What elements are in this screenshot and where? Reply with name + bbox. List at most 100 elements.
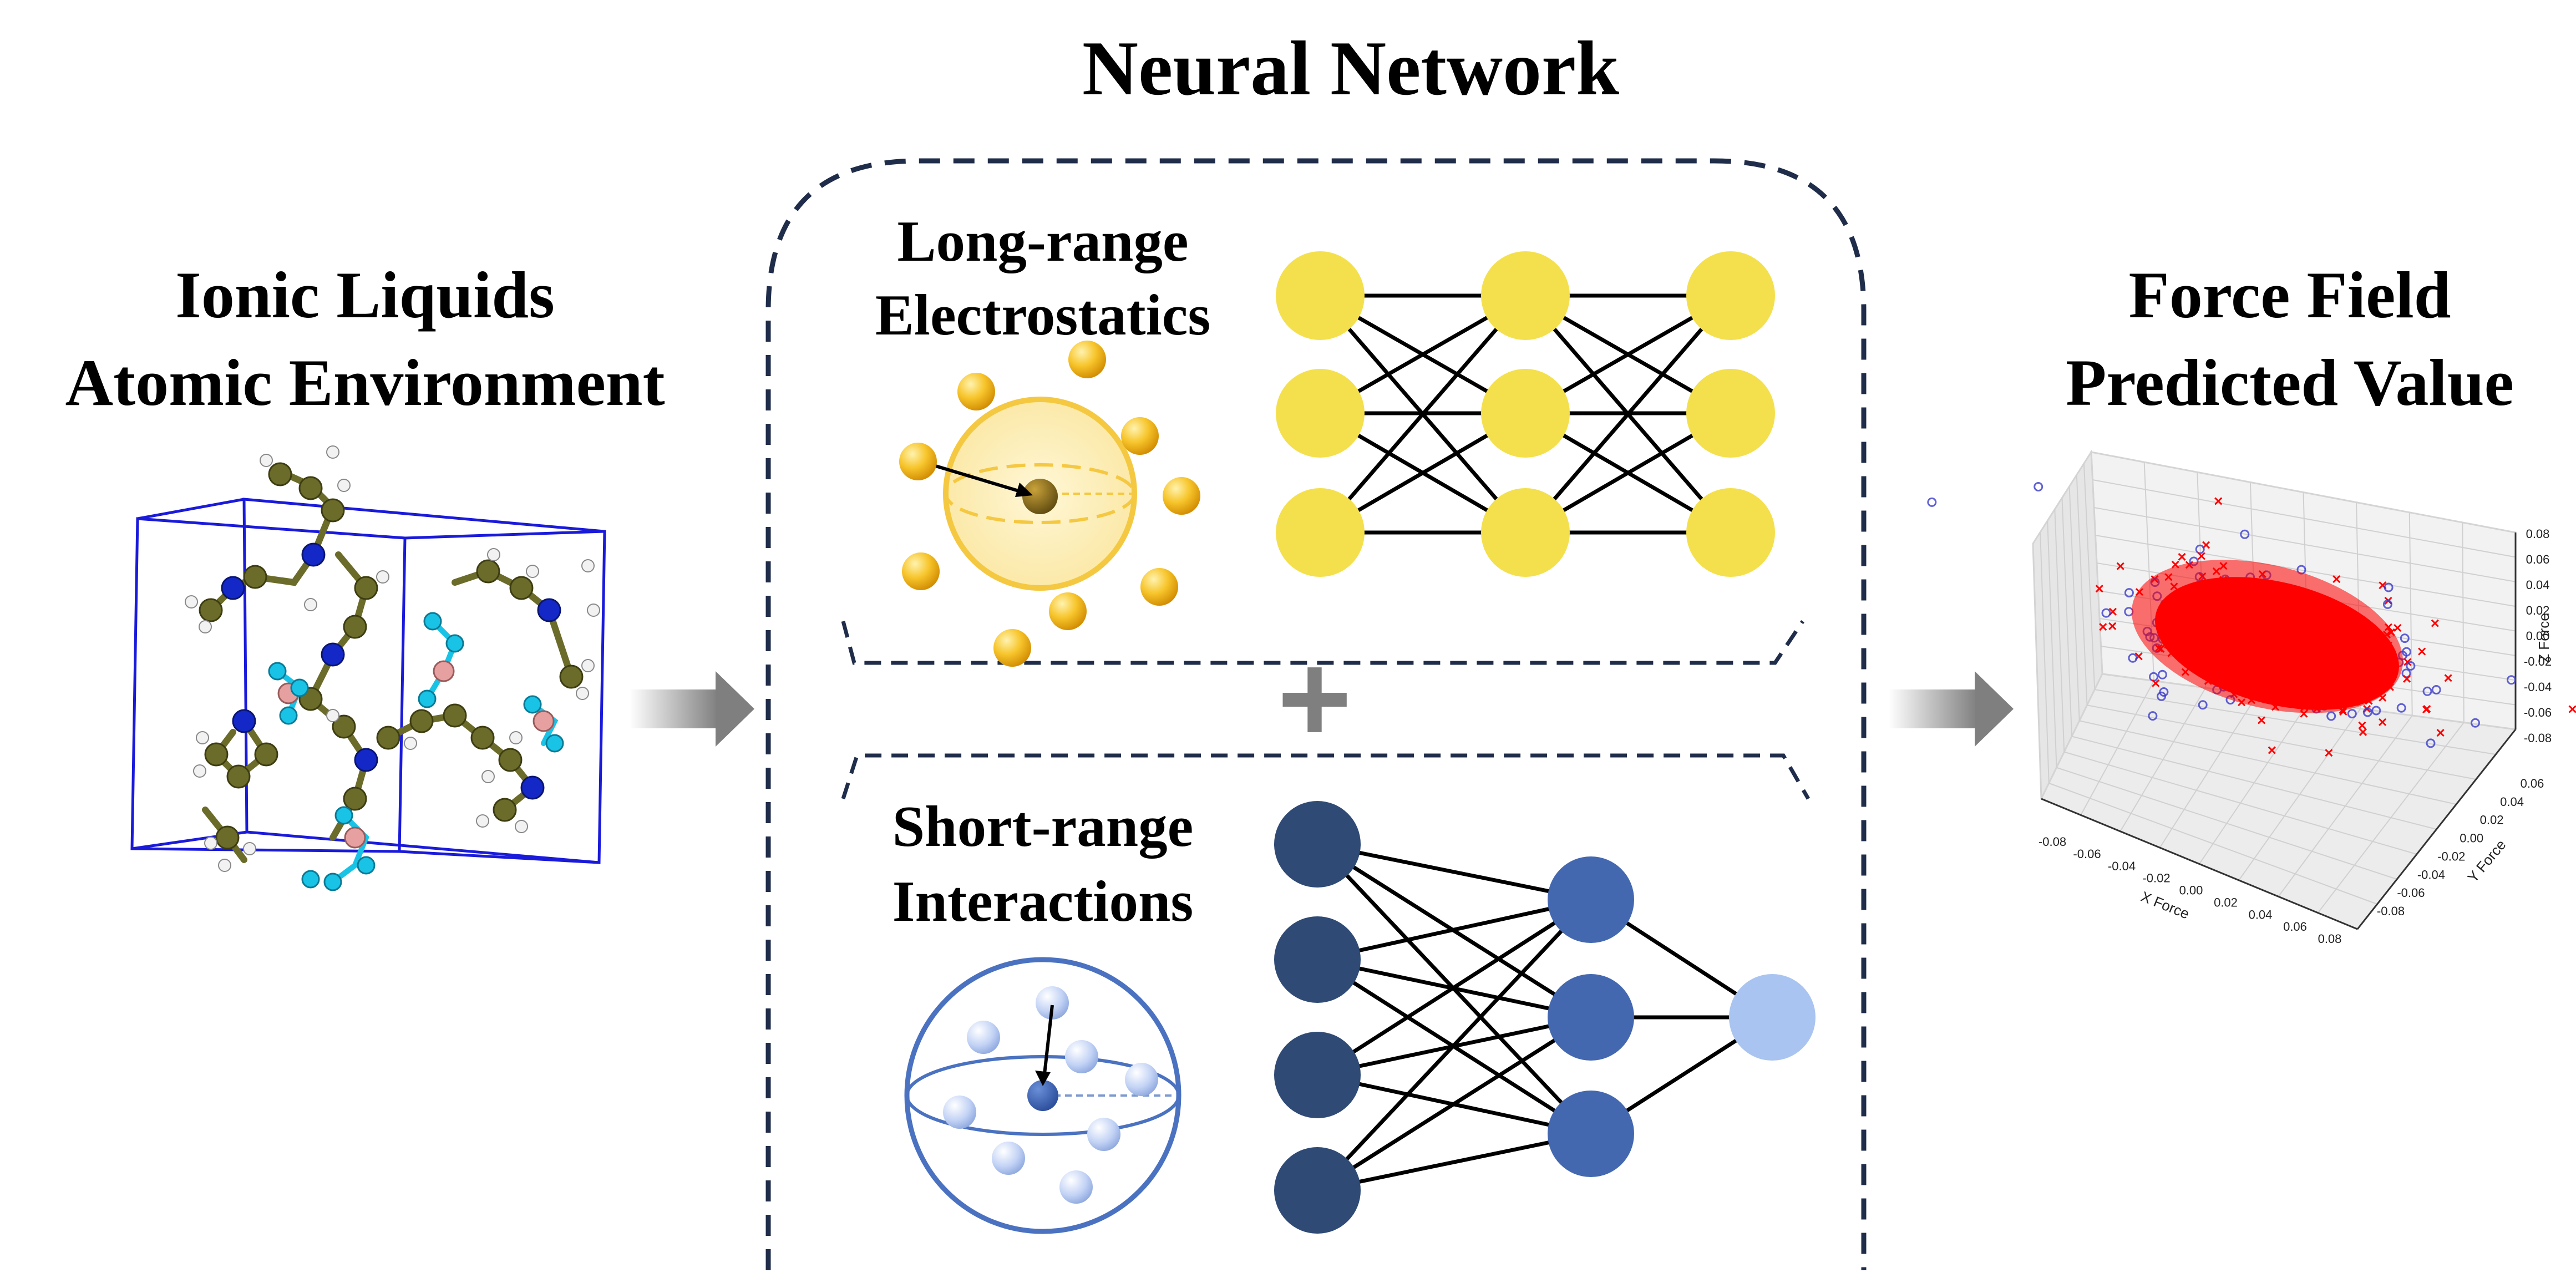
- connection: [1317, 842, 1591, 902]
- predicted-point: [2379, 718, 2387, 726]
- reference-point: [2101, 608, 2111, 618]
- right-panel: Force Field Predicted Value -0.08-0.06-0…: [1927, 258, 2576, 946]
- boron-atoms: [277, 660, 555, 849]
- x-axis-ticks: -0.08-0.06-0.04-0.020.000.020.040.060.08: [2039, 835, 2341, 946]
- predicted-point: [2258, 716, 2266, 724]
- reference-point: [2128, 653, 2138, 663]
- short-range-node: [1548, 1091, 1634, 1177]
- left-panel: Ionic Liquids Atomic Environment: [65, 258, 665, 891]
- tick-label: -0.06: [2524, 706, 2552, 719]
- tick-label: 0.00: [2526, 629, 2550, 643]
- carbon-atoms: [199, 462, 584, 850]
- reference-point: [2034, 482, 2043, 491]
- connection: [1316, 898, 1592, 1077]
- connection: [1317, 897, 1591, 962]
- tick-label: 0.04: [2500, 795, 2524, 809]
- predicted-point: [2268, 746, 2276, 754]
- arrow-network-to-output: [1889, 671, 2014, 747]
- left-title-line2: Atomic Environment: [65, 346, 665, 419]
- short-range-node: [1274, 1147, 1361, 1234]
- z-axis-ticks: 0.080.060.040.020.00-0.02-0.04-0.06-0.08: [2524, 527, 2552, 745]
- plus-operator: +: [1277, 627, 1352, 769]
- long-range-divider: [841, 620, 1804, 665]
- z-axis-label: Z Force: [2536, 613, 2552, 663]
- tick-label: -0.04: [2108, 859, 2136, 873]
- tick-label: -0.02: [2142, 871, 2170, 885]
- fluorine-bonds: [275, 618, 559, 885]
- predicted-point: [2444, 674, 2452, 682]
- reference-point: [2431, 685, 2441, 694]
- predicted-point: [2431, 619, 2439, 627]
- predicted-point: [2403, 675, 2411, 683]
- reference-point: [2198, 700, 2208, 710]
- electrostatics-illustration: [899, 341, 1200, 667]
- predicted-point: [2358, 721, 2366, 729]
- reference-point: [2326, 711, 2336, 721]
- reference-point: [2422, 686, 2432, 696]
- dense-halo: [2131, 560, 2403, 713]
- fluorine-atoms: [268, 612, 564, 891]
- tick-label: -0.04: [2524, 680, 2552, 694]
- connection: [1317, 1132, 1591, 1193]
- reference-point: [2124, 588, 2134, 598]
- long-range-network: [1276, 251, 1775, 577]
- reference-point: [2384, 582, 2394, 592]
- neighbor-particles: [943, 986, 1158, 1204]
- tick-label: 0.04: [2249, 907, 2273, 921]
- long-range-title-line1: Long-range: [897, 209, 1189, 273]
- reference-point: [1927, 497, 1937, 507]
- reference-point: [2406, 661, 2416, 671]
- long-range-node: [1481, 488, 1570, 577]
- short-range-node: [1548, 974, 1634, 1061]
- tick-label: 0.06: [2521, 777, 2544, 790]
- connection: [1316, 1016, 1592, 1192]
- interactions-illustration: [904, 957, 1181, 1234]
- predicted-point: [2359, 728, 2367, 736]
- long-range-node: [1481, 251, 1570, 340]
- short-range-node: [1548, 856, 1634, 943]
- long-range-node: [1276, 251, 1365, 340]
- tick-label: -0.02: [2437, 849, 2465, 863]
- tick-label: 0.04: [2526, 578, 2550, 592]
- long-range-node: [1276, 488, 1365, 577]
- scatter-points: [1927, 482, 2576, 757]
- tick-label: 0.02: [2480, 813, 2504, 827]
- reference-point: [2400, 633, 2410, 643]
- reference-point: [2507, 675, 2516, 685]
- predicted-point: [2418, 647, 2426, 656]
- reference-point: [2195, 544, 2205, 554]
- tick-label: 0.08: [2318, 932, 2342, 946]
- predicted-point: [2403, 658, 2412, 666]
- short-range-node: [1274, 1032, 1361, 1118]
- short-range-network: [1274, 801, 1816, 1234]
- long-range-title-line2: Electrostatics: [875, 282, 1211, 347]
- reference-point: [2347, 709, 2357, 719]
- tick-label: 0.00: [2179, 884, 2203, 897]
- predicted-point: [2108, 622, 2117, 630]
- tick-label: -0.04: [2417, 868, 2445, 881]
- right-title-line1: Force Field: [2129, 258, 2451, 332]
- reference-point: [2371, 706, 2381, 716]
- charge-particles: [899, 341, 1200, 667]
- predicted-point: [2332, 575, 2341, 584]
- tick-label: -0.08: [2377, 904, 2405, 918]
- hydrogen-atoms: [185, 445, 600, 872]
- short-range-node: [1274, 916, 1361, 1003]
- molecule-bonds: [202, 468, 575, 863]
- tick-label: 0.06: [2526, 552, 2550, 566]
- long-range-node: [1686, 369, 1775, 458]
- connection: [1319, 294, 1527, 534]
- short-range-title-line2: Interactions: [893, 869, 1193, 934]
- reference-point: [2240, 529, 2250, 539]
- long-range-nodes: [1276, 251, 1775, 577]
- reference-point: [2396, 703, 2406, 713]
- reference-point: [2157, 670, 2167, 680]
- predicted-point: [2325, 749, 2333, 757]
- predicted-point: [2095, 585, 2103, 593]
- y-axis-ticks: -0.08-0.06-0.04-0.020.000.020.040.06: [2377, 777, 2544, 918]
- left-title-line1: Ionic Liquids: [175, 258, 555, 332]
- long-range-node: [1686, 488, 1775, 577]
- predicted-point: [2116, 562, 2124, 570]
- long-range-node: [1276, 369, 1365, 458]
